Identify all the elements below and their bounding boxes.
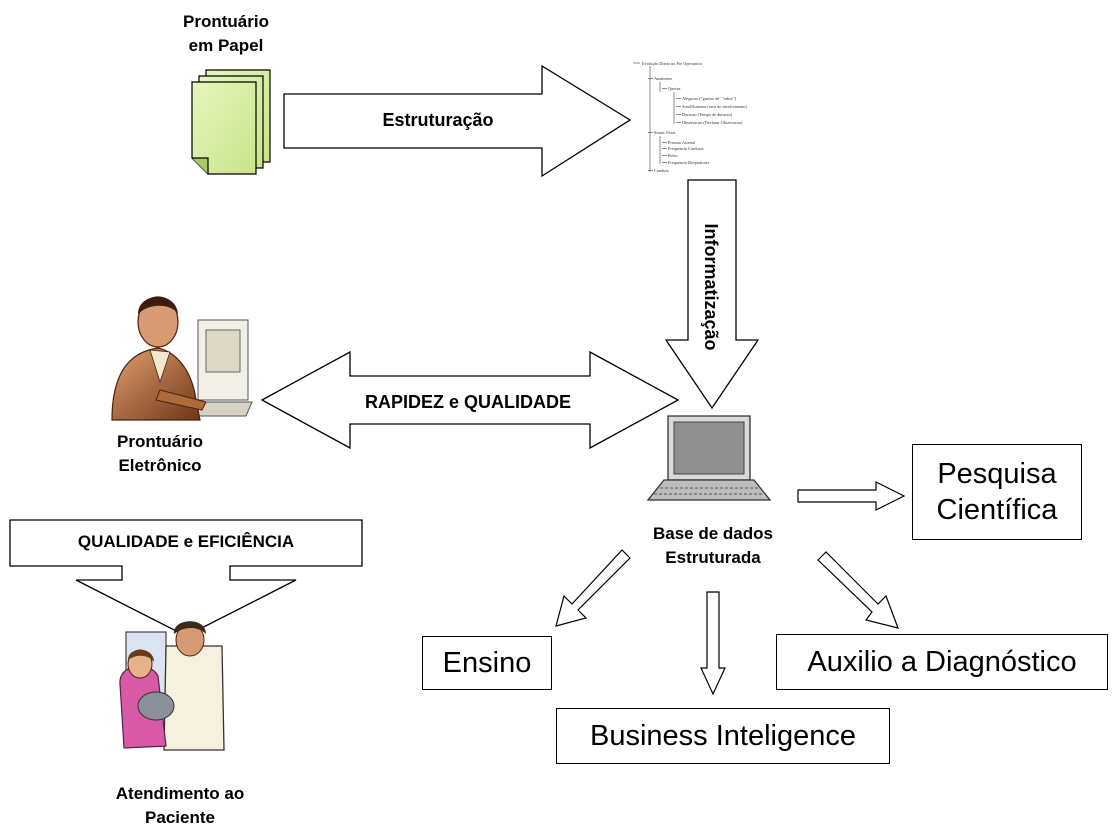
tree-item-text: Pressao Arterial <box>668 140 696 145</box>
diagnosis-support-box: Auxilio a Diagnóstico <box>776 634 1108 690</box>
speed-quality-arrow <box>260 350 680 450</box>
tree-root-text: Evolução Diaria no Pre Operatorio <box>642 61 702 66</box>
paper-record-label: Prontuário em Papel <box>183 12 269 55</box>
to-diagnosis-arrow <box>817 551 899 629</box>
database-label: Base de dados Estruturada <box>653 524 773 567</box>
tree-item-text: Alegacao ("gueixo de" "odior") <box>682 96 737 101</box>
tree-item-text: Sinais Vitais <box>654 130 676 135</box>
informatization-arrow <box>664 179 760 410</box>
structuring-arrow <box>283 64 632 178</box>
electronic-record-label: Prontuário Eletrônico <box>117 432 203 475</box>
tree-item-text: Frequencia Cardiaca <box>668 146 704 151</box>
tree-item-text: Pulso <box>668 153 678 158</box>
tree-item-text: Anamnese <box>654 76 672 81</box>
to-teaching-arrow <box>555 549 631 627</box>
doctor-with-patient-icon <box>119 621 225 751</box>
quality-efficiency-label: QUALIDADE e EFICIÊNCIA <box>77 532 295 551</box>
informatization-label: Informatização <box>701 223 721 351</box>
tree-item-text: Observacao (Declarar Observacao) <box>682 120 743 125</box>
patient-care-label: Atendimento ao Paciente <box>115 784 245 827</box>
tree-item-text: Duracao (Tempo de duracao) <box>682 112 733 117</box>
paper-stack-icon <box>191 69 271 175</box>
tree-item-text: Frequencia Respiratoria <box>668 160 709 165</box>
business-intelligence-box: Business Inteligence <box>556 708 890 764</box>
tree-item-text: Queixa <box>668 86 681 91</box>
to-business-arrow <box>700 591 726 696</box>
teaching-box: Ensino <box>422 636 552 690</box>
tree-item-text: Sinal/Sintoma (area do involvimento) <box>682 104 747 109</box>
research-box: Pesquisa Científica <box>912 444 1082 540</box>
quality-efficiency-arrow <box>9 519 363 637</box>
speed-quality-label: RAPIDEZ e QUALIDADE <box>364 392 571 412</box>
laptop-icon <box>646 415 772 501</box>
tree-item-text: Conduta <box>654 168 669 173</box>
structuring-label: Estruturação <box>382 110 494 130</box>
structured-tree-document: Evolução Diaria no Pre OperatorioAnamnes… <box>633 61 747 173</box>
to-research-arrow <box>797 481 906 511</box>
clerk-at-computer-icon <box>111 296 253 421</box>
